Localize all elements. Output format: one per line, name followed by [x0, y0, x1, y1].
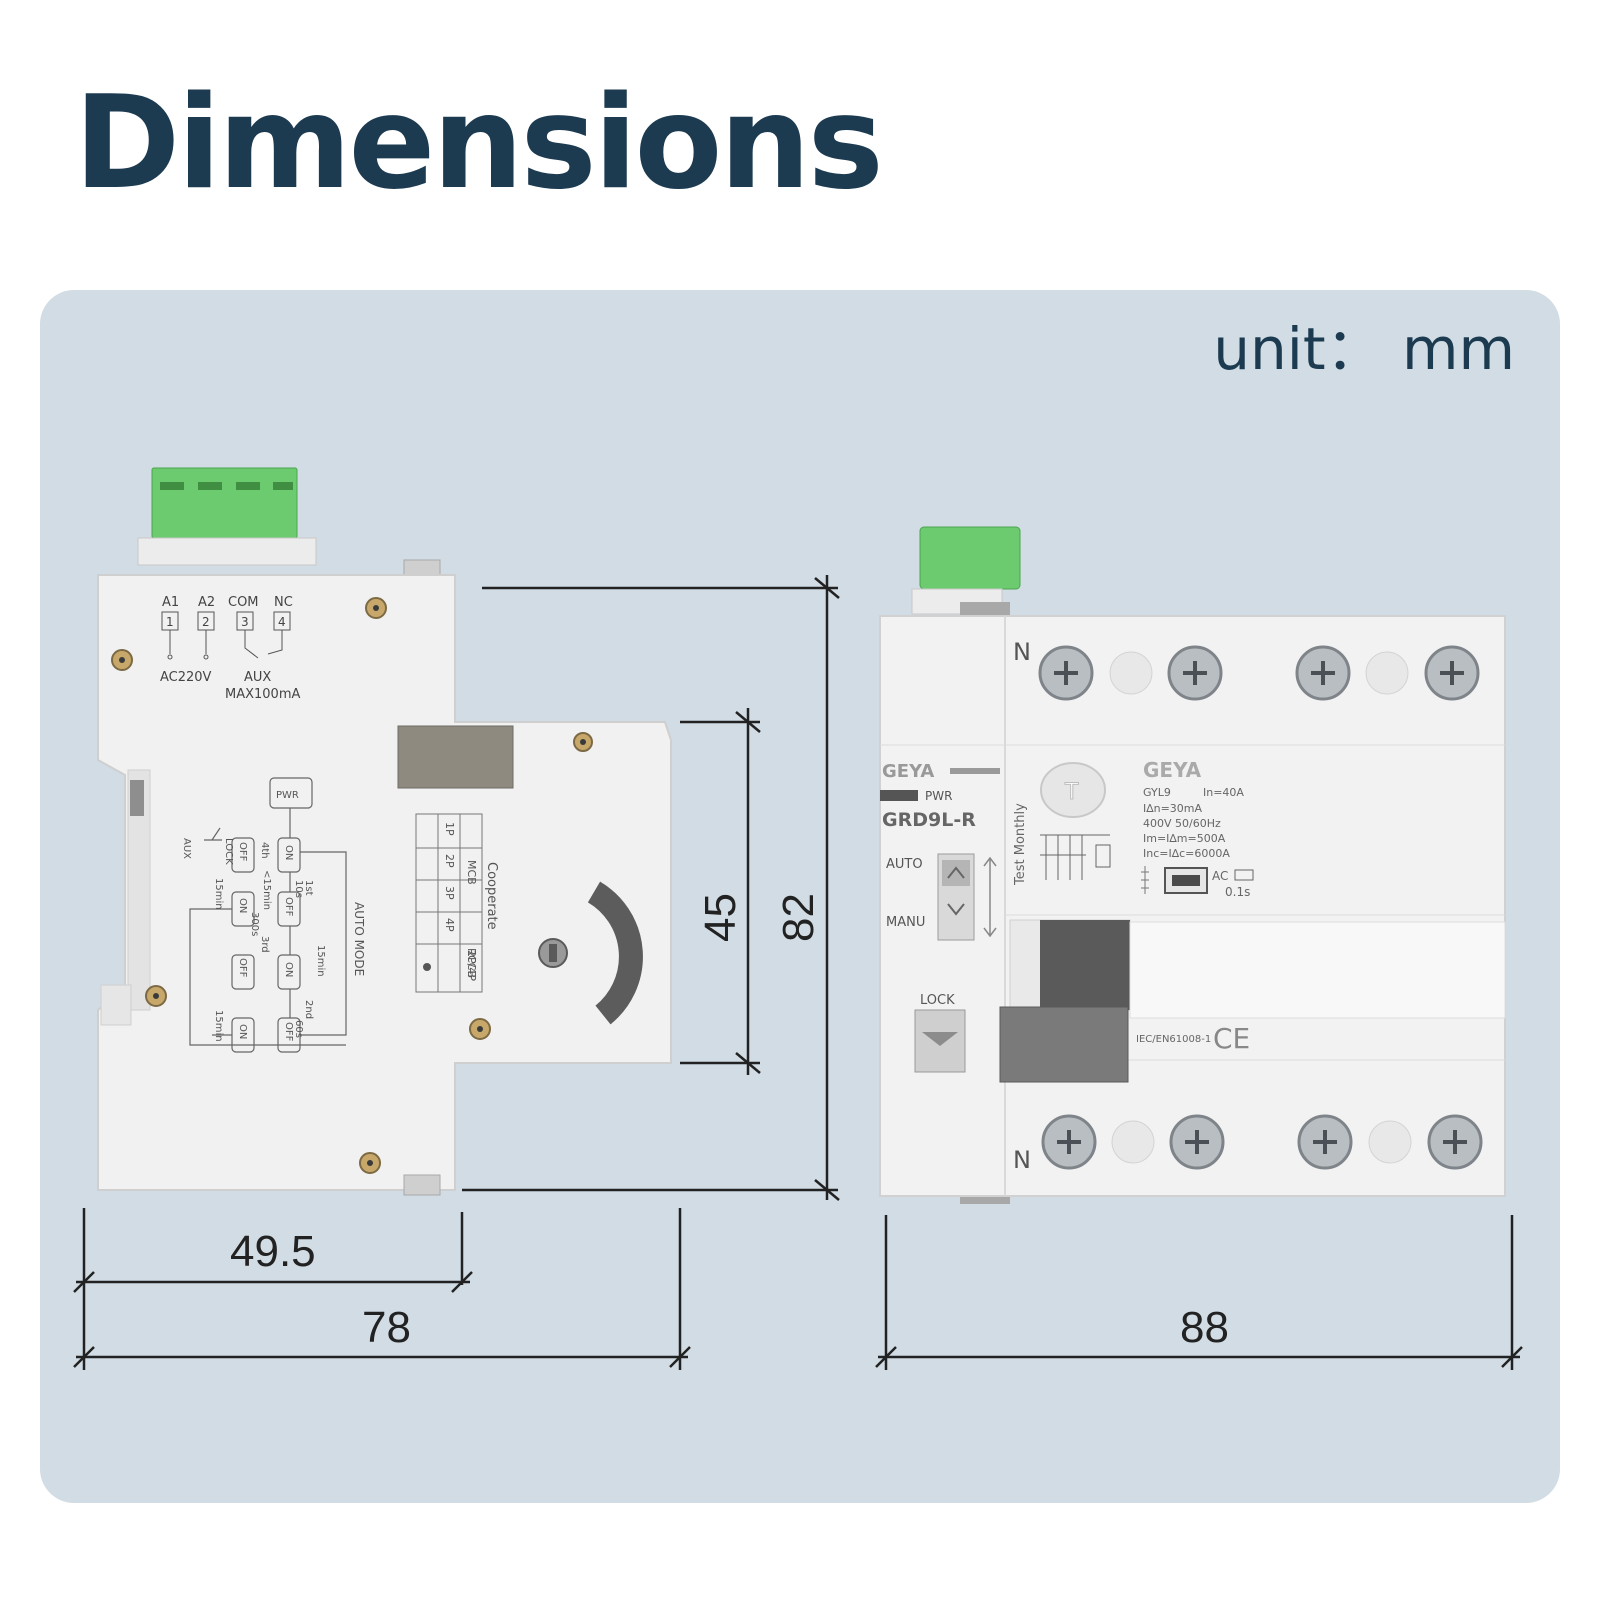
terminal-number-4: 4	[278, 615, 286, 629]
flow-lock: LOCK	[223, 838, 234, 865]
auto-label: AUTO	[886, 857, 923, 872]
terminal-label-a1: A1	[162, 595, 179, 610]
pwr-indicator	[880, 790, 918, 801]
rating-line-5: Im=I∆m=500A	[1143, 832, 1226, 845]
rating-line-6: Inc=I∆c=6000A	[1143, 847, 1230, 860]
terminal-number-1: 1	[166, 615, 174, 629]
side-main-body	[97, 574, 672, 1191]
flow-on-4: ON	[237, 1024, 248, 1039]
auto-mode-title: AUTO MODE	[352, 902, 366, 976]
flow-off-3: OFF	[237, 842, 248, 862]
supply-label: AC220V	[160, 670, 212, 685]
side-view-device: A1 A2 COM NC 1 2 3 4 AC220V AUX MAX100mA	[97, 467, 672, 1196]
model-label: GRD9L-R	[882, 809, 976, 831]
terminal-label-nc: NC	[274, 595, 293, 610]
cooperate-row-4p: 4P	[443, 918, 456, 932]
flow-delay-lt15min: <15min	[261, 870, 272, 910]
main-toggle-handle[interactable]	[999, 1006, 1129, 1083]
flow-step-4: 4th	[259, 842, 270, 859]
dimension-lines	[73, 575, 1523, 1370]
trip-time-label: 0.1s	[1225, 885, 1250, 899]
ce-mark: CE	[1213, 1022, 1250, 1055]
type-label: AC	[1212, 869, 1228, 883]
aux-rating-label: MAX100mA	[225, 687, 300, 702]
brand-logo-right: GEYA	[1143, 758, 1202, 782]
flow-on-1: ON	[283, 845, 294, 860]
side-terminal-block	[151, 467, 298, 539]
front-view-device: N N GEYA PWR GRD9L-R AUTO MANU LOCK Test…	[879, 526, 1506, 1204]
lock-label: LOCK	[920, 993, 955, 1008]
page-title: Dimensions	[74, 69, 884, 218]
flow-delay-15min-b: 15min	[213, 878, 224, 910]
terminal-number-3: 3	[241, 615, 249, 629]
unit-label: unit： mm	[1213, 315, 1515, 383]
rating-line-1: GYL9	[1143, 786, 1171, 799]
dim-width-front: 88	[1180, 1303, 1229, 1352]
rating-line-2: In=40A	[1203, 786, 1244, 799]
front-main-body	[879, 615, 1506, 1197]
terminal-label-a2: A2	[198, 595, 215, 610]
rating-line-3: I∆n=30mA	[1143, 802, 1203, 815]
dim-front-height: 45	[696, 893, 745, 942]
flow-delay-15min-a: 15min	[315, 945, 326, 977]
brand-logo-left: GEYA	[882, 761, 934, 782]
cooperate-row-3p: 3P	[443, 886, 456, 900]
cooperate-header-mcb: MCB	[465, 860, 478, 885]
flow-delay-300s: 300s	[249, 912, 260, 936]
flow-aux: AUX	[181, 838, 192, 859]
cooperate-row-1p: 1P	[443, 822, 456, 836]
front-terminal-block	[919, 526, 1021, 590]
lock-switch[interactable]	[914, 1009, 966, 1073]
cooperate-row-2p4p: 2P/4P	[465, 950, 478, 981]
manu-label: MANU	[886, 915, 925, 930]
pole-label-top: N	[1013, 638, 1031, 666]
flow-delay-15min-c: 15min	[213, 1010, 224, 1042]
terminal-label-com: COM	[228, 595, 259, 610]
standard-label: IEC/EN61008-1	[1136, 1034, 1211, 1045]
cooperate-table	[415, 813, 483, 993]
flow-off-2: OFF	[283, 1022, 294, 1042]
rating-line-4: 400V 50/60Hz	[1143, 817, 1221, 830]
dim-depth-total: 78	[362, 1303, 411, 1352]
flow-step-2: 2nd	[303, 1000, 314, 1019]
flow-off-1: OFF	[283, 897, 294, 917]
test-button[interactable]	[1040, 762, 1106, 818]
flow-on-3: ON	[237, 898, 248, 913]
cooperate-row-2p: 2P	[443, 854, 456, 868]
pole-label-bottom: N	[1013, 1146, 1031, 1174]
cooperate-title: Cooperate	[484, 862, 499, 930]
cooperate-header-rccb: RCCB	[465, 948, 478, 978]
pwr-label: PWR	[925, 789, 952, 803]
aux-label: AUX	[244, 670, 271, 685]
flow-step-3: 3rd	[259, 936, 270, 953]
test-monthly-label: Test Monthly	[1013, 803, 1028, 886]
dim-width-module: 49.5	[230, 1227, 316, 1276]
auto-mode-diagram	[189, 777, 347, 1053]
dim-total-height: 82	[774, 893, 823, 942]
terminal-number-2: 2	[202, 615, 210, 629]
side-window	[397, 725, 514, 789]
test-button-label: T	[1064, 780, 1079, 805]
flow-step-1: 1st	[303, 880, 314, 896]
flow-delay-60s: 60s	[293, 1020, 304, 1038]
flow-pwr: PWR	[276, 790, 299, 801]
flow-on-2: ON	[283, 962, 294, 977]
flow-delay-10s: 10s	[293, 880, 304, 898]
flow-off-4: OFF	[237, 958, 248, 978]
